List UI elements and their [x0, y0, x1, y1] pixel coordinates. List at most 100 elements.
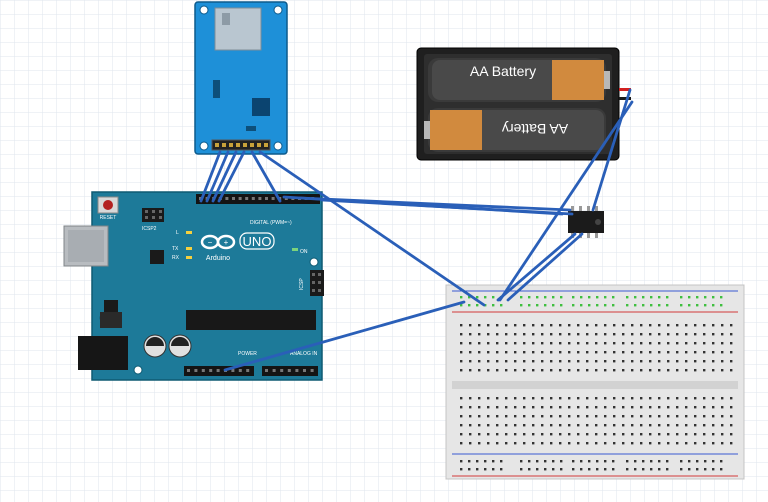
- terminal-hole: [604, 369, 607, 372]
- terminal-hole: [514, 351, 517, 354]
- icsp-label: ICSP: [299, 278, 305, 290]
- terminal-hole: [577, 415, 580, 418]
- terminal-hole: [676, 406, 679, 409]
- terminal-hole: [712, 415, 715, 418]
- rail-hole: [560, 304, 563, 307]
- svg-text:TX: TX: [172, 246, 179, 252]
- rail-hole: [680, 460, 683, 463]
- terminal-hole: [568, 369, 571, 372]
- terminal-hole: [586, 433, 589, 436]
- terminal-hole: [613, 369, 616, 372]
- terminal-hole: [514, 424, 517, 427]
- terminal-hole: [631, 424, 634, 427]
- terminal-hole: [730, 351, 733, 354]
- terminal-hole: [568, 360, 571, 363]
- rail-hole: [484, 468, 487, 471]
- terminal-hole: [703, 342, 706, 345]
- terminal-hole: [730, 433, 733, 436]
- rail-hole: [712, 468, 715, 471]
- terminal-hole: [712, 333, 715, 336]
- terminal-hole: [469, 397, 472, 400]
- terminal-hole: [703, 424, 706, 427]
- terminal-hole: [703, 433, 706, 436]
- terminal-hole: [496, 397, 499, 400]
- wire: [199, 150, 222, 203]
- terminal-hole: [460, 415, 463, 418]
- terminal-hole: [478, 397, 481, 400]
- terminal-hole: [568, 415, 571, 418]
- terminal-hole: [730, 442, 733, 445]
- rail-hole: [520, 468, 523, 471]
- terminal-hole: [649, 324, 652, 327]
- terminal-hole: [586, 333, 589, 336]
- terminal-hole: [577, 397, 580, 400]
- dip-ic-chip[interactable]: [568, 206, 604, 238]
- terminal-hole: [568, 433, 571, 436]
- terminal-hole: [730, 360, 733, 363]
- terminal-hole: [541, 424, 544, 427]
- header-pin: [265, 369, 268, 372]
- terminal-hole: [505, 433, 508, 436]
- header-pin: [216, 369, 220, 372]
- rail-hole: [536, 296, 539, 299]
- terminal-hole: [559, 324, 562, 327]
- terminal-hole: [703, 333, 706, 336]
- terminal-hole: [505, 397, 508, 400]
- terminal-hole: [694, 424, 697, 427]
- wire: [223, 300, 466, 372]
- terminal-hole: [649, 333, 652, 336]
- terminal-hole: [622, 424, 625, 427]
- rail-hole: [680, 304, 683, 307]
- rail-hole: [572, 460, 575, 463]
- header-pin: [303, 369, 306, 372]
- wire: [205, 150, 230, 203]
- rail-hole: [544, 296, 547, 299]
- rail-hole: [460, 304, 463, 307]
- terminal-hole: [568, 351, 571, 354]
- battery-pack[interactable]: AA Battery AA Battery: [416, 47, 631, 161]
- breadboard[interactable]: [445, 284, 745, 480]
- rfid-module[interactable]: [194, 1, 288, 155]
- terminal-hole: [604, 360, 607, 363]
- rail-hole: [626, 296, 629, 299]
- terminal-hole: [685, 415, 688, 418]
- terminal-hole: [577, 342, 580, 345]
- rail-hole: [460, 468, 463, 471]
- terminal-hole: [514, 442, 517, 445]
- terminal-hole: [460, 333, 463, 336]
- terminal-hole: [460, 433, 463, 436]
- terminal-hole: [721, 442, 724, 445]
- terminal-hole: [550, 324, 553, 327]
- terminal-hole: [514, 406, 517, 409]
- rail-hole: [544, 468, 547, 471]
- rail-hole: [596, 304, 599, 307]
- terminal-hole: [505, 415, 508, 418]
- terminal-hole: [730, 324, 733, 327]
- digital-header: [196, 194, 320, 204]
- rail-hole: [642, 296, 645, 299]
- rail-hole: [500, 468, 503, 471]
- terminal-hole: [514, 415, 517, 418]
- terminal-hole: [613, 360, 616, 363]
- terminal-hole: [658, 433, 661, 436]
- terminal-hole: [703, 369, 706, 372]
- terminal-hole: [640, 397, 643, 400]
- terminal-hole: [676, 397, 679, 400]
- terminal-hole: [649, 360, 652, 363]
- terminal-hole: [730, 397, 733, 400]
- terminal-hole: [505, 369, 508, 372]
- terminal-hole: [631, 369, 634, 372]
- terminal-hole: [658, 342, 661, 345]
- rail-hole: [536, 304, 539, 307]
- arduino-uno-board[interactable]: RESET ICSP2 L TX RX − + UNO Arduino ON: [63, 191, 324, 381]
- terminal-hole: [532, 351, 535, 354]
- terminal-hole: [487, 333, 490, 336]
- terminal-hole: [487, 360, 490, 363]
- rail-hole: [680, 296, 683, 299]
- terminal-hole: [595, 433, 598, 436]
- terminal-hole: [640, 442, 643, 445]
- terminal-hole: [712, 360, 715, 363]
- terminal-hole: [532, 433, 535, 436]
- terminal-hole: [487, 397, 490, 400]
- rail-hole: [580, 304, 583, 307]
